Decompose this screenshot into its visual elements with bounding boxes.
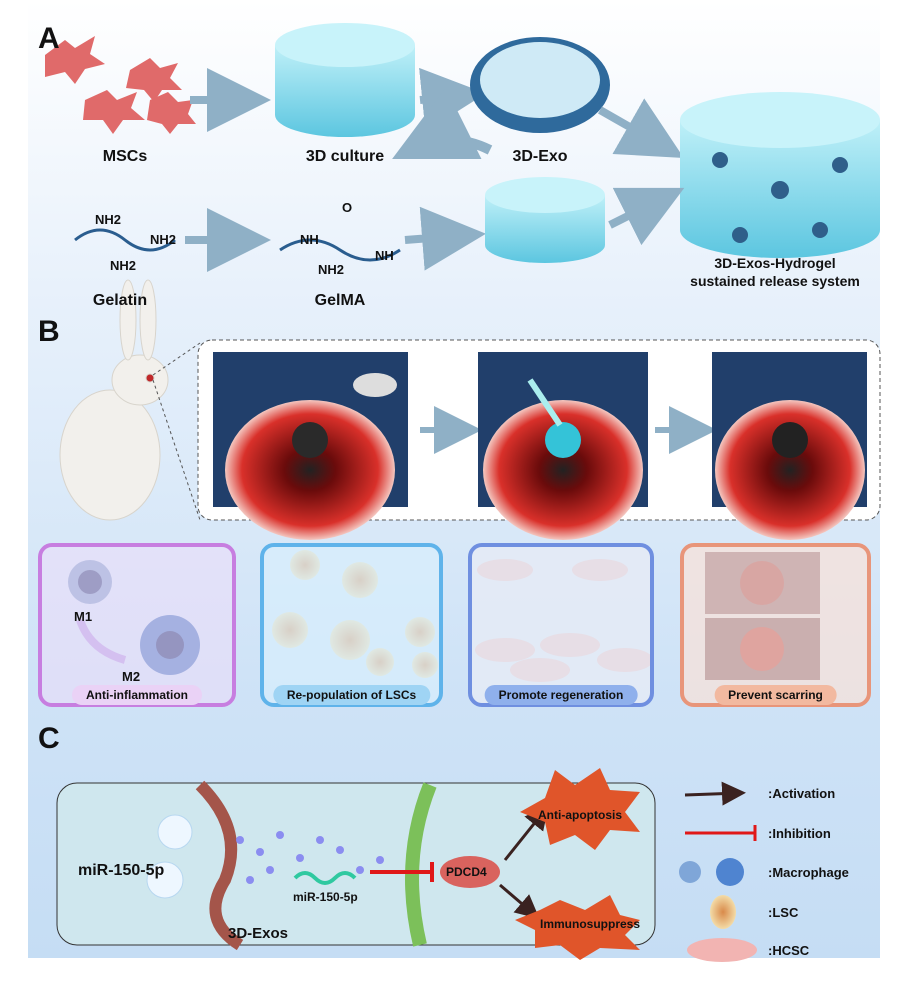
eye-step-3-icon [712, 352, 867, 540]
card-label: Anti-inflammation [72, 685, 202, 705]
macrophage-icon [679, 858, 744, 886]
legend-inhibition: :Inhibition [768, 826, 831, 841]
panel-c-label: C [38, 722, 60, 755]
legend-activation: :Activation [768, 786, 836, 801]
anti-apoptosis-burst [520, 768, 640, 850]
legend-hcsc: :HCSC [768, 943, 810, 958]
lsc-icon [710, 895, 736, 929]
immunosuppress-label: Immunosuppress [540, 917, 641, 931]
card-label: Promote regeneration [484, 685, 638, 705]
exosome-particles [236, 831, 384, 884]
card-label: Re-population of LSCs [272, 685, 431, 705]
hcsc-icon [687, 938, 757, 962]
gelatin-chain-icon [74, 228, 176, 252]
card-label: Prevent scarring [714, 685, 837, 705]
hydrogel-caption-1: 3D-Exos-Hydrogel [714, 255, 836, 271]
nh-label: NH [300, 232, 319, 247]
card-lsc-repopulation: Re-population of LSCs [260, 543, 443, 707]
exos-label: 3D-Exos [228, 925, 289, 942]
activation-arrow-icon [684, 781, 746, 806]
culture-caption: 3D culture [305, 148, 385, 165]
m2-label: M2 [122, 669, 141, 684]
exos-hydrogel-icon [680, 92, 880, 258]
mirna-strand-icon [293, 871, 357, 885]
rabbit-icon [59, 279, 169, 521]
card-anti-inflammation: M1 M2 Anti-inflammation [38, 543, 236, 707]
pdcd4-label: PDCD4 [446, 865, 487, 879]
legend-macrophage: :Macrophage [768, 865, 849, 880]
nh2-label: NH2 [150, 232, 177, 247]
nh2-label: NH2 [110, 258, 137, 273]
m1-label: M1 [74, 609, 93, 624]
vesicle-icon [146, 861, 184, 899]
gelma-chain-icon [279, 238, 401, 262]
gelma-caption: GelMA [314, 292, 366, 309]
eye-step-1-icon [213, 352, 408, 540]
hydrogel-caption-2: sustained release system [690, 273, 860, 289]
eye-step-2-icon [478, 352, 648, 540]
legend-lsc: :LSC [768, 905, 799, 920]
vesicle-icon [157, 814, 193, 850]
panel-a-label: A [38, 22, 60, 55]
nh2-label: NH2 [95, 212, 122, 227]
pdcd4-node [440, 856, 500, 888]
target-cell-membrane [405, 782, 437, 947]
anti-apoptosis-label: Anti-apoptosis [538, 808, 622, 822]
exosome-icon [470, 37, 610, 133]
activation-arrow [499, 883, 540, 919]
gelatin-caption: Gelatin [92, 292, 148, 309]
nh-label: NH [375, 248, 394, 263]
immunosuppress-burst [515, 895, 640, 960]
card-prevent-scarring: Prevent scarring [680, 543, 871, 707]
card-regeneration: Promote regeneration [468, 543, 654, 707]
mir-left-label: miR-150-5p [78, 862, 165, 879]
msc-caption: MSCs [102, 148, 148, 165]
nh2-label: NH2 [318, 262, 345, 277]
exo-cell-membrane [195, 780, 244, 951]
gelma-hydrogel-icon [485, 177, 605, 263]
msc-cells-icon [45, 36, 196, 134]
mir-center-label: miR-150-5p [293, 890, 358, 904]
exo-caption: 3D-Exo [512, 148, 568, 165]
o-label: O [342, 200, 353, 215]
mechanism-box [56, 782, 656, 946]
3d-culture-gel-icon [275, 23, 415, 137]
panel-b-label: B [38, 315, 60, 348]
